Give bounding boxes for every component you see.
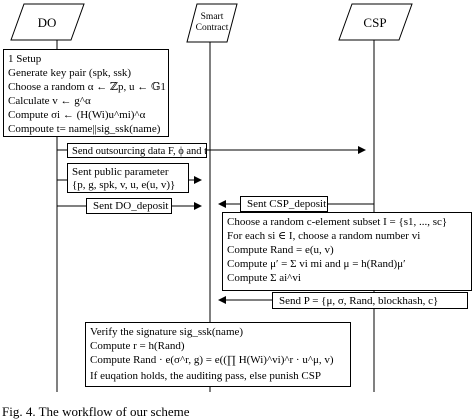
challenge-random-number: For each si ∈ I, choose a random number …: [227, 230, 421, 242]
public-param-line1: Sent public parameter: [72, 166, 169, 178]
verify-compute-r: Compute r = h(Rand): [90, 340, 185, 352]
smart-contract-header-shape: [186, 3, 238, 43]
outsourcing-box: Send outsourcing data F, ϕ and t: [67, 143, 207, 158]
csp-deposit-box: Sent CSP_deposit: [240, 196, 328, 212]
verify-equation: Compute Rand · e(σ^r, g) = e((∏ H(Wi)^vi…: [90, 354, 334, 366]
do-deposit-box: Sent DO_deposit: [86, 198, 172, 214]
challenge-rand: Compute Rand = e(u, v): [227, 244, 334, 256]
verify-box: Verify the signature sig_ssk(name) Compu…: [85, 322, 351, 387]
csp-header-label: CSP: [363, 15, 387, 30]
do-header-shape: [10, 3, 85, 41]
verify-signature: Verify the signature sig_ssk(name): [90, 326, 244, 338]
verify-result: If euqation holds, the auditing pass, el…: [90, 370, 321, 382]
setup-t: Compoute t= name||sig_ssk(name): [8, 123, 161, 135]
setup-calc-v: Calculate v ← g^α: [8, 95, 91, 107]
smart-contract-label-line1: Smart: [200, 12, 224, 22]
csp-deposit-label: Sent CSP_deposit: [247, 198, 327, 210]
setup-keypair: Generate key pair (spk, ssk): [8, 67, 132, 79]
send-proof-label: Send P = {μ, σ, Rand, blockhash, c}: [279, 295, 439, 307]
public-param-line2: {p, g, spk, v, u, e(u, v)}: [72, 179, 176, 191]
setup-title: 1 Setup: [8, 53, 42, 65]
do-header-label: DO: [37, 15, 57, 30]
csp-header-shape: [338, 3, 413, 41]
public-param-box: Sent public parameter {p, g, spk, v, u, …: [67, 163, 189, 193]
outsourcing-label: Send outsourcing data F, ϕ and t: [72, 146, 208, 157]
smart-contract-header-label: Smart Contract: [189, 12, 235, 34]
figure-caption: Fig. 4. The workflow of our scheme: [2, 404, 190, 419]
send-proof-box: Send P = {μ, σ, Rand, blockhash, c}: [272, 292, 468, 309]
setup-sigma: Compute σi ← (H(Wi)u^mi)^α: [8, 109, 146, 121]
challenge-box: Choose a random c-element subset I = {s1…: [222, 212, 472, 291]
challenge-subset: Choose a random c-element subset I = {s1…: [227, 216, 448, 228]
setup-random: Choose a random α ← ℤp, u ← 𝔾1: [8, 81, 166, 93]
challenge-mu: Compute μ′ = Σ vi mi and μ = h(Rand)μ′: [227, 258, 406, 270]
smart-contract-label-line2: Contract: [195, 22, 229, 33]
do-deposit-label: Sent DO_deposit: [93, 200, 169, 212]
challenge-sum: Compute Σ ai^vi: [227, 272, 301, 284]
setup-box: 1 Setup Generate key pair (spk, ssk) Cho…: [3, 49, 169, 137]
